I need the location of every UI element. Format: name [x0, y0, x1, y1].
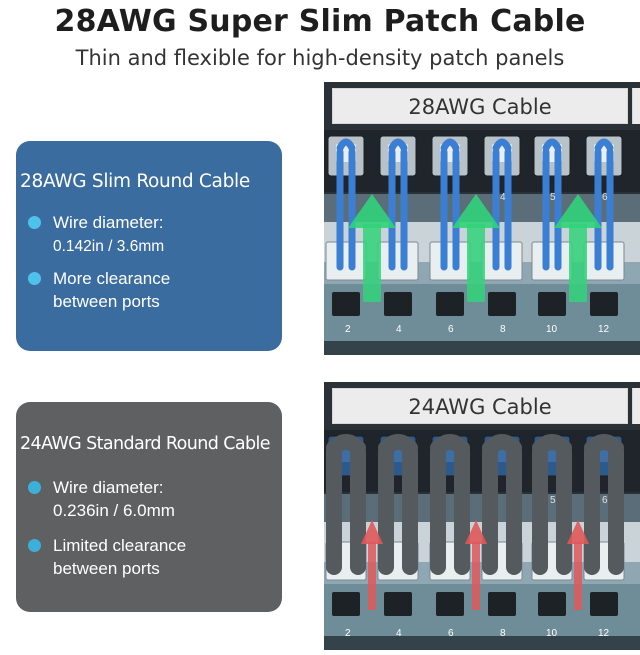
limited-arrow-head	[567, 520, 589, 544]
rj45-port	[590, 592, 618, 616]
rj45-port	[488, 292, 516, 316]
patch-cable-loop	[492, 138, 512, 152]
bottom-rail	[324, 636, 640, 650]
slim-cable-card: 28AWG Slim Round Cable Wire diameter: 0.…	[16, 141, 282, 351]
rj45-port	[538, 292, 566, 316]
patch-cable-loop	[430, 434, 470, 456]
patch-cable-loop	[336, 138, 356, 152]
limited-arrow-shaft	[472, 542, 480, 610]
bullet-line: 0.236in / 6.0mm	[53, 501, 175, 520]
port-number: 10	[546, 324, 558, 335]
patch-cable-loop	[388, 138, 408, 152]
slim-patch-panel-illustration: 28AWG Cable 4 5 6 2 4 6 8 10 12	[324, 82, 640, 355]
bullet-line: between ports	[53, 292, 160, 311]
port-number: 8	[500, 324, 506, 335]
patch-cable-loop	[542, 138, 562, 152]
bullet-line: Limited clearance	[53, 536, 187, 555]
panel-label-edge	[632, 88, 640, 124]
bullet-line: 0.142in / 3.6mm	[53, 238, 165, 255]
slim-card-heading: 28AWG Slim Round Cable	[20, 171, 250, 192]
lower-jack	[429, 241, 471, 281]
patch-cable-loop	[378, 434, 418, 456]
standard-patch-panel-drawing	[324, 382, 640, 650]
page-subtitle: Thin and flexible for high-density patch…	[75, 46, 565, 70]
port-number: 12	[598, 628, 610, 639]
slim-panel-label: 28AWG Cable	[332, 88, 628, 124]
slim-patch-panel-drawing	[324, 82, 640, 355]
bullet-dot-icon	[28, 272, 41, 285]
port-number: 2	[345, 628, 351, 639]
clearance-arrow-head	[348, 194, 396, 228]
port-number: 6	[602, 192, 608, 203]
bullet-line: More clearance	[53, 269, 171, 288]
rj45-port	[590, 292, 618, 316]
port-number: 6	[448, 324, 454, 335]
port-number: 8	[500, 628, 506, 639]
bottom-rail	[324, 341, 640, 355]
lower-jack	[583, 241, 625, 281]
rj45-port	[332, 292, 360, 316]
lower-jack	[325, 241, 367, 281]
clearance-arrow-head	[554, 194, 602, 228]
clearance-arrow-shaft	[467, 224, 485, 302]
lower-jack	[481, 241, 523, 281]
rj45-port	[436, 292, 464, 316]
patch-cable-loop	[532, 434, 572, 456]
port-number: 4	[396, 324, 402, 335]
bullet-line: Wire diameter:	[53, 213, 164, 232]
rj45-port	[436, 592, 464, 616]
bullet-dot-icon	[28, 539, 41, 552]
rj45-port	[538, 592, 566, 616]
standard-card-heading: 24AWG Standard Round Cable	[20, 434, 271, 454]
lower-jack	[377, 241, 419, 281]
rj45-port	[384, 292, 412, 316]
standard-panel-label: 24AWG Cable	[332, 388, 628, 424]
standard-patch-panel-illustration: 24AWG Cable 5 6 2 4 6 8 10 12	[324, 382, 640, 650]
port-number: 6	[448, 628, 454, 639]
clearance-arrow-head	[452, 194, 500, 228]
port-number: 12	[598, 324, 610, 335]
patch-cable-loop	[584, 434, 624, 456]
patch-cable-loop	[482, 434, 522, 456]
patch-cable-loop	[594, 138, 614, 152]
port-number: 2	[345, 324, 351, 335]
bullet-line: Wire diameter:	[53, 478, 164, 497]
patch-cable-loop	[326, 434, 366, 456]
port-number: 5	[550, 495, 556, 506]
bullet-dot-icon	[28, 216, 41, 229]
port-number: 4	[396, 628, 402, 639]
port-number: 4	[500, 192, 506, 203]
panel-label-edge	[632, 388, 640, 424]
patch-cable-loop	[440, 138, 460, 152]
limited-arrow-shaft	[368, 542, 376, 610]
port-number: 10	[546, 628, 558, 639]
standard-cable-card: 24AWG Standard Round Cable Wire diameter…	[16, 402, 282, 612]
rj45-port	[332, 592, 360, 616]
limited-arrow-head	[361, 520, 383, 544]
limited-arrow-shaft	[574, 542, 582, 610]
page-title: 28AWG Super Slim Patch Cable	[54, 4, 586, 39]
clearance-arrow-shaft	[363, 224, 381, 302]
port-number: 5	[550, 192, 556, 203]
lower-jack	[531, 241, 573, 281]
bullet-dot-icon	[28, 481, 41, 494]
port-number: 6	[602, 495, 608, 506]
rj45-port	[384, 592, 412, 616]
bullet-line: between ports	[53, 559, 160, 578]
clearance-arrow-shaft	[569, 224, 587, 302]
rj45-port	[488, 592, 516, 616]
limited-arrow-head	[465, 520, 487, 544]
